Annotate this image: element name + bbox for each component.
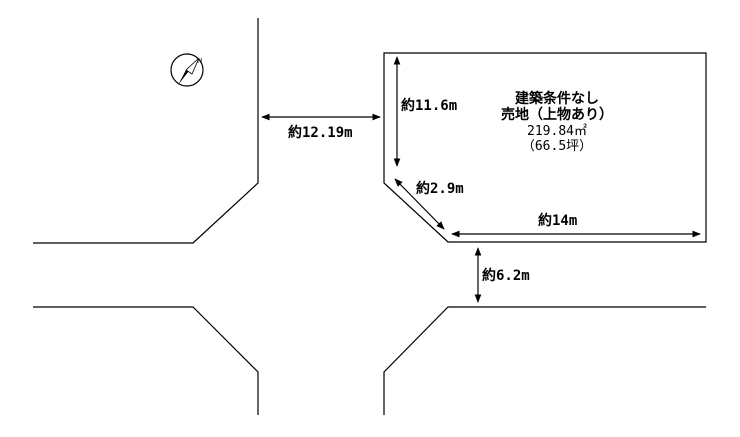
dimension-arrows (261, 56, 701, 303)
north-compass: N (170, 53, 204, 87)
compass-needle-light-icon (185, 57, 200, 75)
lot-condition: 建築条件なし (515, 90, 599, 107)
lot-boundary (383, 52, 707, 243)
lot-area-m2: 219.84㎡ (527, 124, 587, 139)
label-road-width-east: 約6.2m (482, 267, 530, 284)
lot-sale-type: 売地（上物あり） (501, 106, 613, 123)
compass-label: N (197, 57, 202, 65)
label-lot-frontage: 約14m (538, 212, 577, 229)
label-corner-cut: 約2.9m (416, 180, 464, 197)
road-edge-northwest (33, 18, 259, 244)
label-road-width-north: 約12.19m (288, 124, 353, 141)
lot-area-tsubo: （66.5坪） (522, 139, 592, 154)
label-lot-depth: 約11.6m (401, 97, 457, 114)
road-edge-southeast (383, 306, 706, 415)
road-edges (33, 18, 706, 415)
road-edge-southwest (33, 306, 259, 415)
arrow-corner-cut (394, 178, 445, 230)
lot-info: 建築条件なし 売地（上物あり） 219.84㎡ （66.5坪） (501, 90, 613, 154)
